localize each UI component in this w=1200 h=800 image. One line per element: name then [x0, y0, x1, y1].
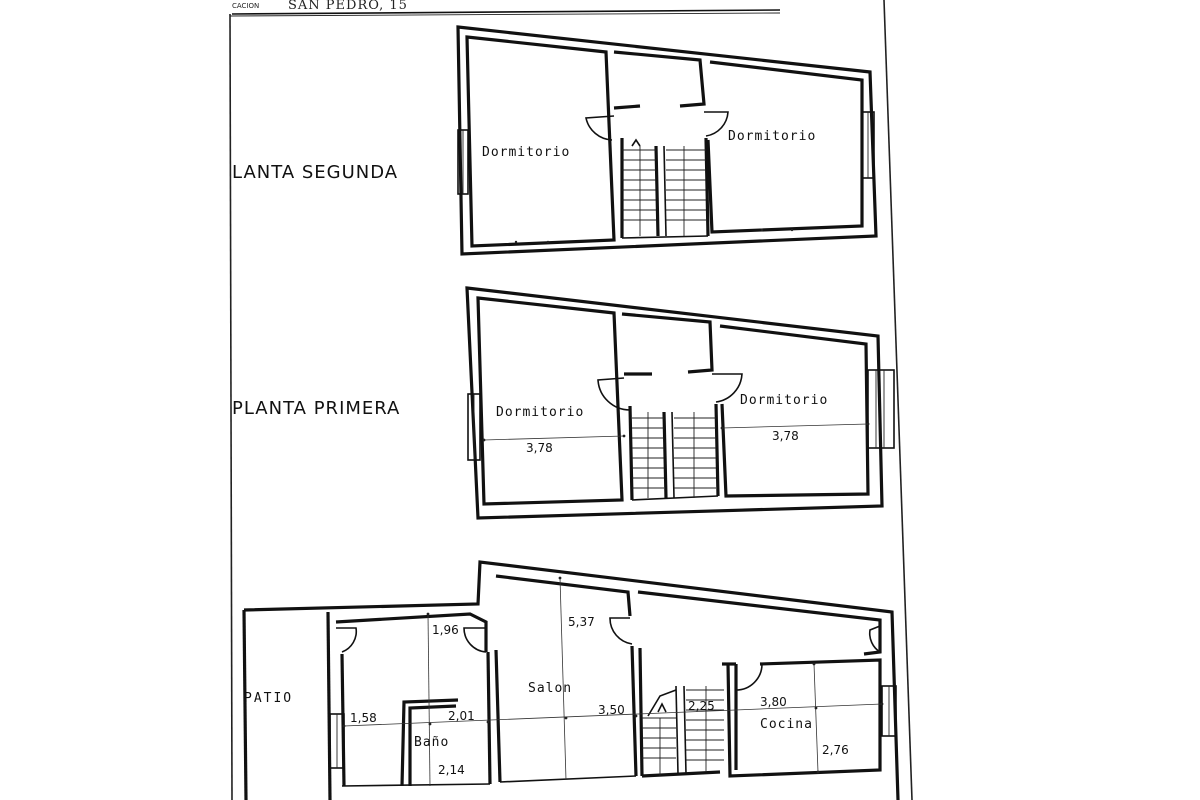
room-label: Cocina: [760, 717, 813, 732]
dimension-label: 2,01: [448, 709, 475, 723]
dimension-label: 3,80: [760, 695, 787, 709]
dimension-label: 2,76: [822, 743, 849, 757]
dimension-label: 1,96: [432, 623, 459, 637]
room-label: Dormitorio: [740, 393, 828, 408]
sheet-frame: [229, 0, 913, 800]
plan-ground-floor: PATIO Salon Baño Cocina 1,96 5,37 1,58 2…: [242, 560, 900, 800]
room-label: Baño: [414, 735, 449, 750]
dimension-label: 2,14: [438, 763, 465, 777]
header-prefix: CACION: [232, 2, 259, 10]
header-street: SAN PEDRO, 15: [288, 0, 408, 13]
plan-first-floor: Dormitorio Dormitorio 3,78 3,78: [465, 286, 895, 520]
floor-title-second: LANTA SEGUNDA: [232, 162, 398, 183]
room-label: Dormitorio: [496, 405, 584, 420]
dimension-label: 1,58: [350, 711, 377, 725]
dimension-label: 3,50: [598, 703, 625, 717]
floor-title-first: PLANTA PRIMERA: [232, 398, 400, 419]
dimension-label: 3,78: [772, 429, 799, 443]
dimension-label: 2,25: [688, 699, 715, 713]
room-label: Dormitorio: [728, 129, 816, 144]
patio-label: PATIO: [244, 691, 293, 706]
plan-second-floor: Dormitorio Dormitorio: [456, 25, 878, 256]
dimension-label: 5,37: [568, 615, 595, 629]
room-label: Salon: [528, 681, 572, 696]
dimension-label: 3,78: [526, 441, 553, 455]
room-label: Dormitorio: [482, 145, 570, 160]
